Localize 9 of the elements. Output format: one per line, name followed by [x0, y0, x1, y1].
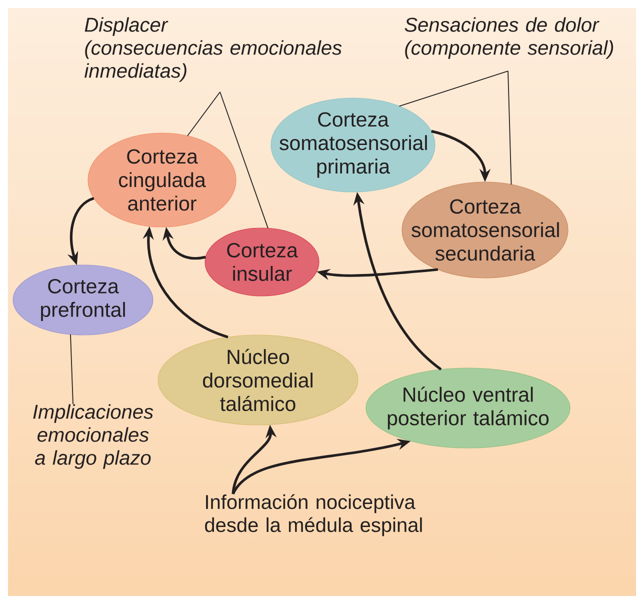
- leader-line: [187, 92, 220, 136]
- leader-line: [398, 70, 508, 107]
- annotation-text: Displacer (consecuencias emocionales inmediatas): [84, 17, 342, 82]
- leader-line: [508, 70, 512, 185]
- annotation-text: Implicaciones emocionales a largo plazo: [33, 404, 154, 469]
- input-label: Información nociceptiva desde la médula espinal: [205, 494, 422, 536]
- annotation-text: Sensaciones de dolor (componente sensorial): [404, 17, 614, 59]
- leader-line: [70, 334, 74, 404]
- leader-line: [220, 92, 268, 229]
